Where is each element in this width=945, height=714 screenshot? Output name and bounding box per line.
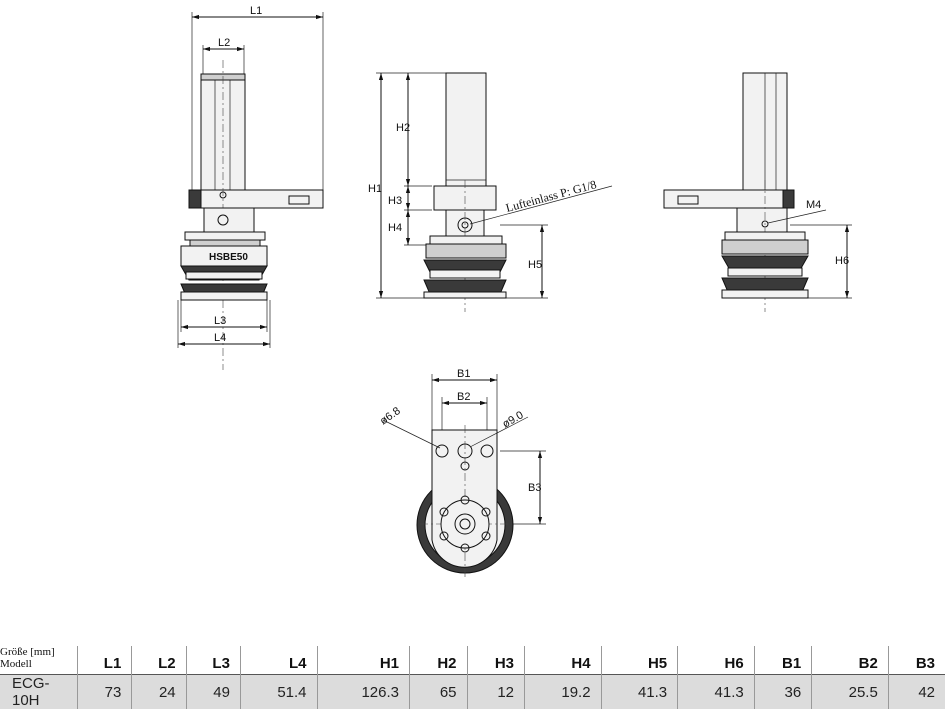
col-header-B2: B2 bbox=[811, 646, 889, 675]
dim-H5-label: H5 bbox=[528, 259, 542, 271]
cell-L3: 49 bbox=[185, 674, 241, 709]
technical-drawing: L1 L2 HSBE50 L3 L4 bbox=[177, 5, 852, 580]
col-header-H5: H5 bbox=[600, 646, 678, 675]
dim-H4-label: H4 bbox=[388, 222, 402, 234]
dim-H3-label: H3 bbox=[388, 195, 402, 207]
col-header-H1: H1 bbox=[316, 646, 410, 675]
col-header-H4: H4 bbox=[524, 646, 602, 675]
cell-B3: 42 bbox=[887, 674, 945, 709]
header-model-label: Modell bbox=[0, 658, 32, 670]
rear-view: H6 M4 bbox=[663, 72, 852, 312]
cell-H2: 65 bbox=[409, 674, 467, 709]
cell-H5: 41.3 bbox=[600, 674, 678, 709]
cell-B2: 25.5 bbox=[811, 674, 889, 709]
hole-large-label: ø9.0 bbox=[501, 409, 526, 430]
dim-B1-label: B1 bbox=[457, 368, 470, 380]
header-size-label: Größe [mm] bbox=[0, 646, 55, 658]
table-row: ECG-10H 73 24 49 51.4 126.3 65 12 19.2 4… bbox=[0, 674, 945, 709]
dim-B2-label: B2 bbox=[457, 391, 470, 403]
front-view: L1 L2 HSBE50 L3 L4 bbox=[177, 5, 324, 370]
col-header-H2: H2 bbox=[409, 646, 467, 675]
dim-L3-label: L3 bbox=[214, 315, 226, 327]
spec-table: Größe [mm] Modell L1 L2 L3 L4 H1 H2 H3 H… bbox=[0, 646, 945, 709]
top-view: B1 B2 B3 ø6.8 ø9.0 bbox=[378, 368, 546, 580]
cell-H3: 12 bbox=[466, 674, 525, 709]
dim-H1-label: H1 bbox=[368, 183, 382, 195]
thread-label: M4 bbox=[806, 199, 821, 211]
dim-H2-label: H2 bbox=[396, 122, 410, 134]
dim-L1-label: L1 bbox=[250, 5, 262, 17]
dim-L2-label: L2 bbox=[218, 37, 230, 49]
cell-H1: 126.3 bbox=[316, 674, 410, 709]
col-header-H6: H6 bbox=[677, 646, 755, 675]
body-marking: HSBE50 bbox=[209, 252, 248, 263]
hole-small-label: ø6.8 bbox=[378, 405, 403, 427]
col-header-L3: L3 bbox=[185, 646, 241, 675]
cell-H4: 19.2 bbox=[524, 674, 602, 709]
cell-L2: 24 bbox=[131, 674, 187, 709]
side-view: H1 H2 H3 H4 H5 Lufteinlass P: G1/8 bbox=[368, 72, 613, 312]
col-header-L1: L1 bbox=[76, 646, 132, 675]
air-inlet-label: Lufteinlass P: G1/8 bbox=[504, 177, 598, 215]
cell-B1: 36 bbox=[753, 674, 812, 709]
col-header-B3: B3 bbox=[887, 646, 945, 675]
table-corner-header: Größe [mm] Modell bbox=[0, 646, 78, 675]
cell-L1: 73 bbox=[76, 674, 132, 709]
table-header-row: Größe [mm] Modell L1 L2 L3 L4 H1 H2 H3 H… bbox=[0, 646, 945, 675]
col-header-L4: L4 bbox=[239, 646, 318, 675]
cell-H6: 41.3 bbox=[677, 674, 755, 709]
cell-L4: 51.4 bbox=[239, 674, 318, 709]
col-header-H3: H3 bbox=[466, 646, 525, 675]
dim-H6-label: H6 bbox=[835, 255, 849, 267]
dim-L4-label: L4 bbox=[214, 332, 226, 344]
col-header-L2: L2 bbox=[131, 646, 187, 675]
col-header-B1: B1 bbox=[753, 646, 812, 675]
dim-B3-label: B3 bbox=[528, 482, 541, 494]
model-cell: ECG-10H bbox=[0, 674, 78, 709]
